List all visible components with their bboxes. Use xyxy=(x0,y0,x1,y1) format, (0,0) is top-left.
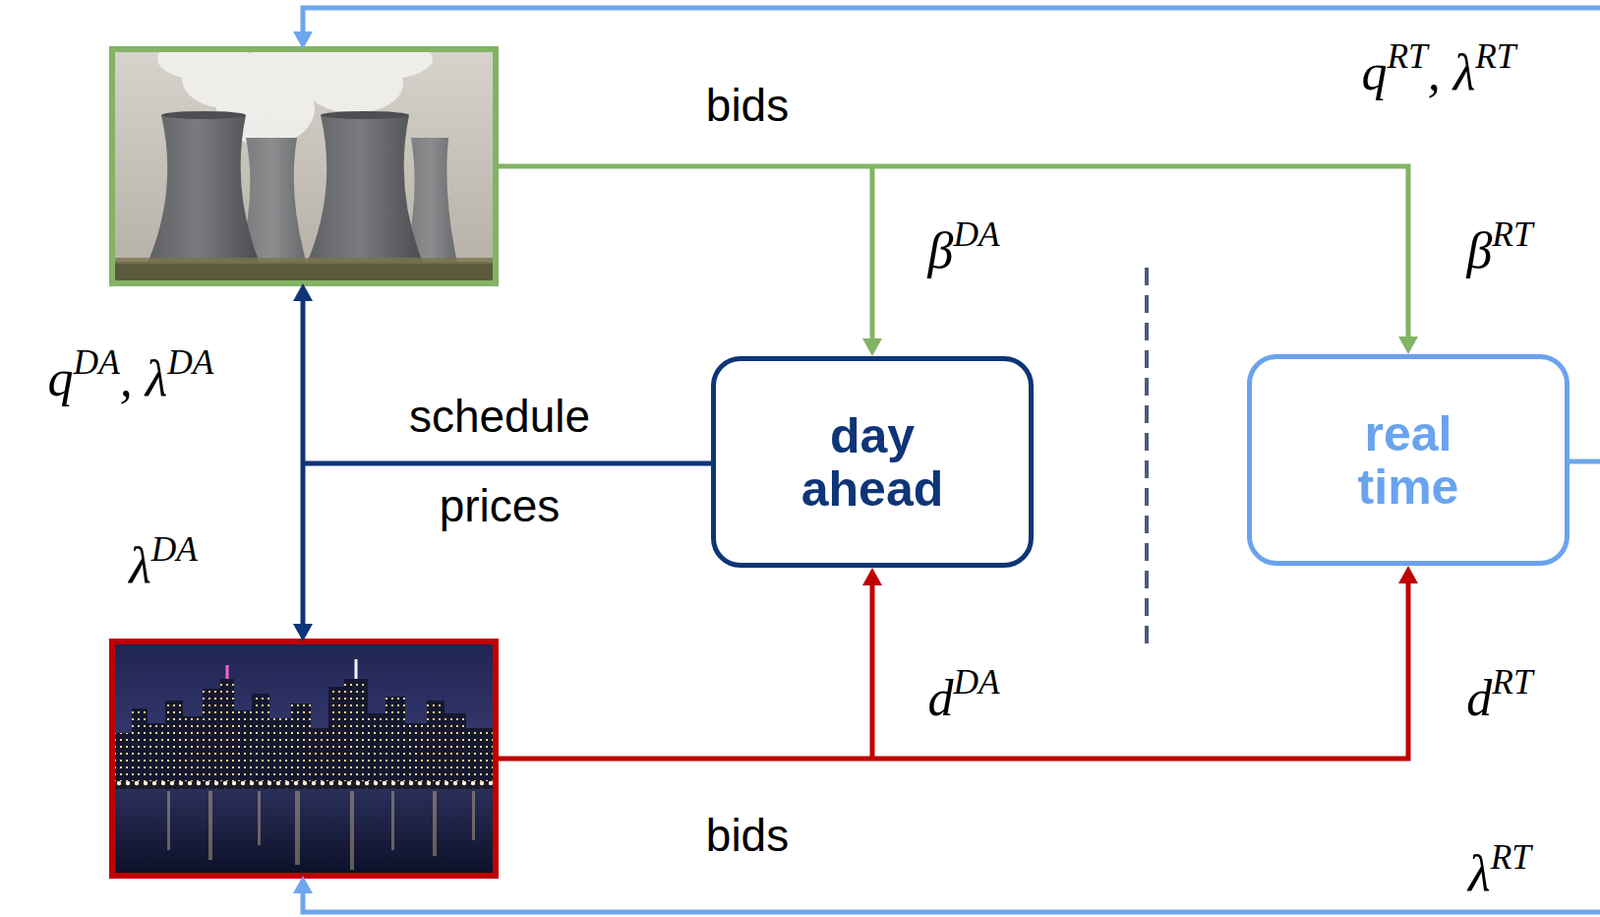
water xyxy=(112,788,496,876)
superscript: RT xyxy=(1475,36,1516,76)
arrowheads xyxy=(293,31,313,893)
schedule-lines xyxy=(302,298,712,626)
math-symbol: , λ xyxy=(119,350,169,407)
math-symbol: β xyxy=(927,222,953,279)
box-label: day ahead xyxy=(801,409,945,516)
math-label: βRT xyxy=(1466,221,1533,280)
reflections xyxy=(167,790,475,870)
bid-lines xyxy=(495,580,1409,759)
flow-label: schedule xyxy=(409,389,591,443)
math-label: dDA xyxy=(927,668,1000,727)
flow-label: bids xyxy=(706,78,789,132)
superscript: DA xyxy=(952,214,1000,254)
superscript: RT xyxy=(1386,36,1427,76)
math-symbol: q xyxy=(48,350,74,407)
superscript: DA xyxy=(151,529,198,569)
math-symbol: β xyxy=(1466,222,1492,279)
arrowheads xyxy=(862,336,1419,356)
superscript: DA xyxy=(167,342,214,382)
box-label: real time xyxy=(1358,407,1460,514)
photo-frame xyxy=(112,641,496,876)
math-label: dRT xyxy=(1466,668,1533,727)
math-symbol: , λ xyxy=(1427,44,1477,101)
flow-label: bids xyxy=(706,808,789,862)
superscript: RT xyxy=(1491,214,1533,254)
superscript: RT xyxy=(1490,836,1532,877)
city-photo xyxy=(112,641,496,876)
math-label: qRT, λRT xyxy=(1361,43,1516,102)
bid-lines xyxy=(495,166,1409,343)
flow-label: prices xyxy=(439,478,561,533)
feedback-lines xyxy=(302,7,1600,912)
superscript: DA xyxy=(73,342,120,382)
arrowheads xyxy=(862,565,1419,586)
math-label: qDA, λDA xyxy=(48,349,215,408)
arrowheads xyxy=(293,283,313,642)
math-label: βDA xyxy=(927,221,1000,280)
superscript: DA xyxy=(952,661,1000,702)
cooling-tower xyxy=(145,115,262,268)
cooling-tower xyxy=(304,115,425,268)
math-symbol: d xyxy=(927,669,953,726)
photo-frame xyxy=(112,49,496,284)
market-box: day ahead xyxy=(711,355,1034,568)
market-box: real time xyxy=(1246,354,1570,566)
math-symbol: λ xyxy=(128,536,152,593)
math-symbol: q xyxy=(1361,44,1387,101)
market-divider xyxy=(1144,267,1149,653)
ground xyxy=(112,261,496,284)
spire xyxy=(226,664,230,679)
night-sky xyxy=(112,641,496,876)
spire xyxy=(355,658,358,679)
power-plant-photo xyxy=(112,49,496,284)
math-symbol: λ xyxy=(1468,844,1491,901)
math-label: λRT xyxy=(1468,843,1532,902)
shore-lights xyxy=(112,780,496,789)
superscript: RT xyxy=(1491,661,1533,702)
math-symbol: d xyxy=(1466,669,1492,726)
skyline xyxy=(112,678,496,787)
math-label: λDA xyxy=(128,535,198,594)
